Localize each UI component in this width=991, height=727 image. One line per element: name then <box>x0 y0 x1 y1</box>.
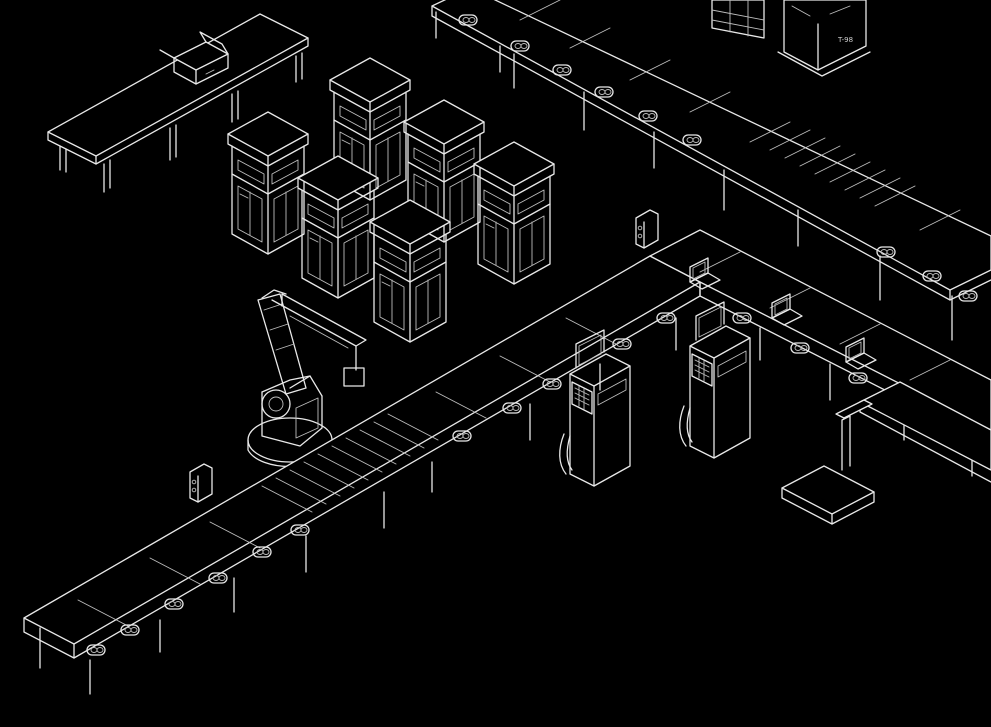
sorting-station <box>649 229 991 483</box>
packing-table <box>47 13 309 193</box>
control-box-right <box>635 209 659 249</box>
terminal-kiosk-right <box>679 301 751 459</box>
machine-cabinets <box>227 57 555 343</box>
box-label: T-98 <box>837 36 853 44</box>
pallet-boxes: T-98 <box>711 0 871 77</box>
robot-arm <box>247 289 367 468</box>
cardboard-box-open <box>159 31 229 85</box>
weighing-scale <box>781 399 875 525</box>
control-box-left <box>189 463 213 503</box>
upper-conveyor <box>431 0 991 341</box>
main-conveyor <box>23 255 701 695</box>
